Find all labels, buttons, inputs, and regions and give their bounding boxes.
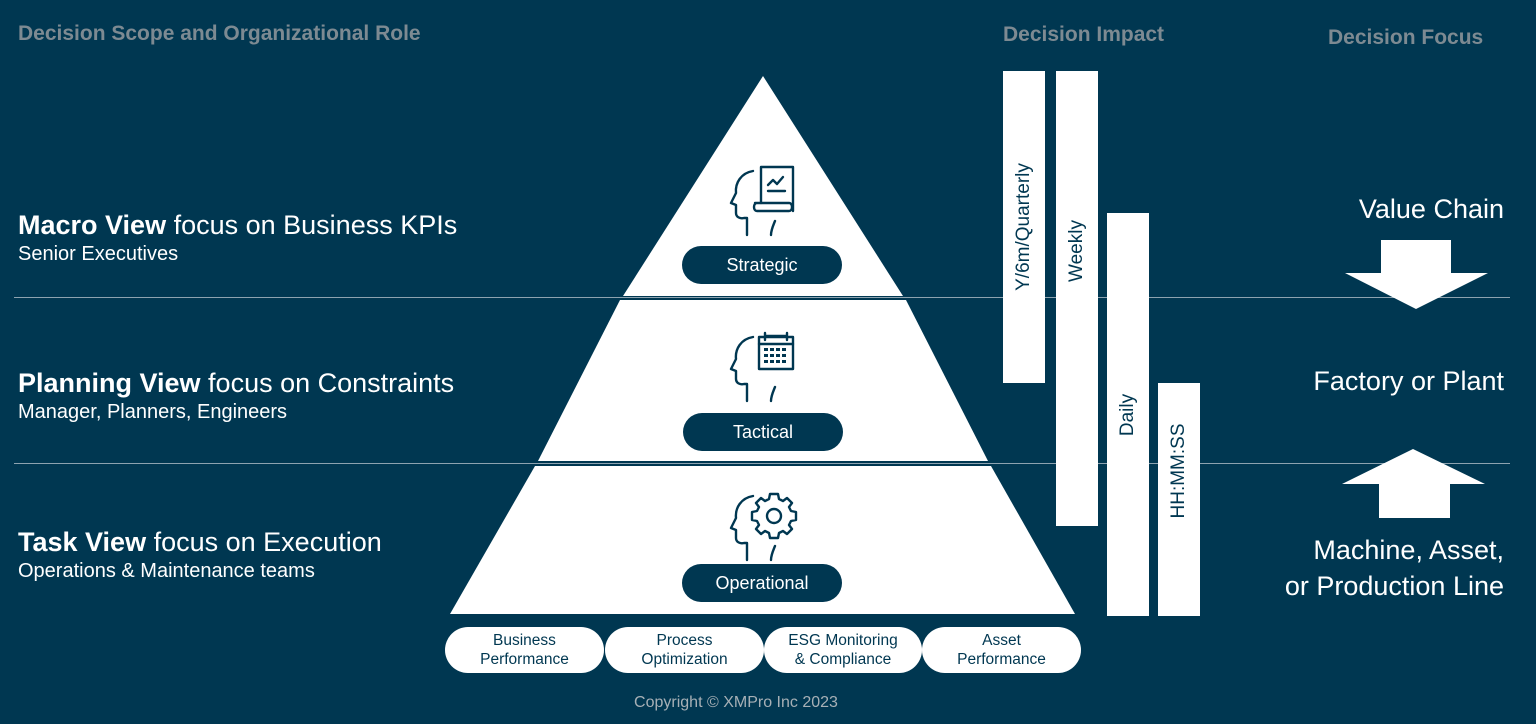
macro-view-text: Macro View focus on Business KPIs Senior… [18,209,457,267]
tag-line: & Compliance [794,651,892,668]
impact-bar-daily-label: Daily [1117,393,1138,437]
focus-machine-asset-line1: Machine, Asset, [1313,535,1504,565]
planning-view-role: Manager, Planners, Engineers [18,401,288,423]
tag-line: Performance [480,651,569,668]
impact-bar-quarterly: Y/6m/Quarterly [1003,71,1045,383]
level-label-tactical: Tactical [683,413,843,451]
arrow-down-icon [1345,240,1488,309]
impact-bar-quarterly-label: Y/6m/Quarterly [1013,163,1034,291]
impact-bar-realtime-label: HH:MM:SS [1168,423,1189,519]
head-gear-icon [729,492,798,562]
divider-line-bottom [14,463,1510,464]
task-view-role: Operations & Maintenance teams [18,560,315,582]
header-decision-impact: Decision Impact [1003,23,1165,46]
planning-view-focus: focus on Constraints [200,368,455,398]
impact-bar-realtime: HH:MM:SS [1158,383,1200,616]
pyramid-level-operational [450,466,1075,614]
task-view-label: Task View [18,527,147,557]
tag-line: Optimization [641,651,728,668]
header-decision-scope: Decision Scope and Organizational Role [18,22,421,45]
focus-machine-asset: Machine, Asset, or Production Line [1285,532,1504,604]
level-label-operational: Operational [682,564,842,602]
impact-bar-weekly: Weekly [1056,71,1098,526]
impact-bar-daily: Daily [1107,213,1149,616]
head-calendar-icon [729,331,795,403]
impact-bar-weekly-label: Weekly [1066,220,1087,282]
macro-view-role: Senior Executives [18,243,179,265]
tag-line: Business [493,632,556,649]
task-view-text: Task View focus on Execution Operations … [18,526,382,584]
copyright-text: Copyright © XMPro Inc 2023 [634,694,838,711]
focus-value-chain: Value Chain [1358,194,1504,224]
task-view-focus: focus on Execution [146,527,382,557]
focus-machine-asset-line2: or Production Line [1284,571,1504,601]
tag-line: Performance [957,651,1046,668]
planning-view-text: Planning View focus on Constraints Manag… [18,367,454,425]
planning-view-label: Planning View [18,368,201,398]
header-decision-focus: Decision Focus [1328,26,1484,49]
tag-line: ESG Monitoring [788,632,898,649]
tag-line: Process [656,632,713,649]
divider-line-top [14,297,1510,298]
pyramid-level-strategic [623,76,903,296]
tag-esg-monitoring: ESG Monitoring & Compliance [764,627,922,673]
level-label-strategic: Strategic [682,246,842,284]
macro-view-focus: focus on Business KPIs [166,210,458,240]
focus-factory-plant: Factory or Plant [1313,366,1504,396]
arrow-up-icon [1342,449,1485,518]
tag-line: Asset [982,632,1021,649]
pyramid-level-tactical [538,300,988,461]
macro-view-label: Macro View [18,210,167,240]
head-report-chart-icon [729,165,795,237]
